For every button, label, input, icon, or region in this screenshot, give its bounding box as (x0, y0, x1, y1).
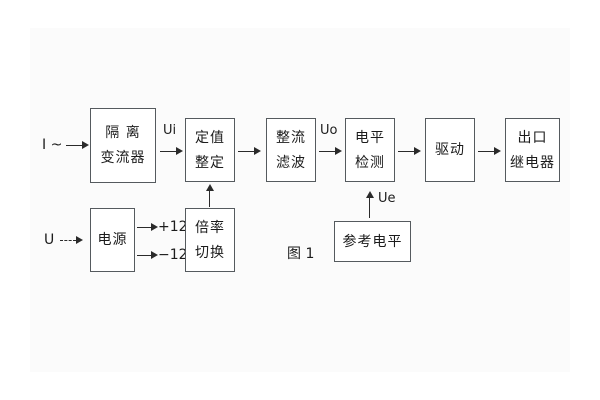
line-reference-to-level (369, 196, 370, 218)
block-isolation-line1: 隔 离 (105, 125, 141, 141)
block-reference-level[interactable]: 参考电平 (334, 221, 411, 262)
line-level-to-drive (398, 151, 415, 152)
block-setting-line2: 整定 (195, 154, 225, 171)
block-isolation-line2: 变流器 (100, 150, 146, 166)
block-power-line1: 电源 (97, 232, 128, 248)
arrowhead-setting-to-rectify (254, 147, 261, 155)
arrowhead-voltage-to-power (76, 236, 83, 244)
arrowhead-level-to-drive (414, 147, 421, 155)
block-value-setting[interactable]: 定值 整定 (185, 118, 235, 182)
line-voltage-to-power (60, 240, 76, 241)
line-rectify-to-level (319, 151, 336, 152)
arrowhead-rectify-to-level (335, 147, 342, 155)
line-drive-to-output (478, 151, 495, 152)
line-isolation-to-setting (160, 151, 177, 152)
block-rectify-filter[interactable]: 整流 滤波 (266, 118, 316, 182)
page-frame (30, 28, 570, 372)
block-output-line2: 继电器 (510, 154, 555, 171)
arrowhead-reference-to-level (366, 191, 374, 198)
block-power-supply[interactable]: 电源 (90, 208, 135, 272)
signal-uo-label: Uo (320, 123, 338, 138)
block-setting-line1: 定值 (195, 129, 225, 146)
block-drive[interactable]: 驱动 (425, 118, 475, 182)
signal-ue-label: Ue (378, 191, 396, 206)
block-level-detect[interactable]: 电平 检测 (345, 118, 395, 182)
block-rectify-line1: 整流 (276, 129, 306, 146)
line-setting-to-rectify (238, 151, 255, 152)
arrowhead-isolation-to-setting (176, 147, 183, 155)
block-multiplier-line1: 倍率 (195, 219, 225, 236)
arrowhead-current-to-isolation (82, 141, 89, 149)
line-power-neg12 (137, 255, 153, 256)
block-output-line1: 出口 (517, 129, 548, 146)
block-reference-line1: 参考电平 (342, 233, 403, 250)
block-isolation-transformer[interactable]: 隔 离 变流器 (90, 108, 156, 183)
block-multiplier-switch[interactable]: 倍率 切换 (185, 208, 235, 272)
block-level-line2: 检测 (355, 154, 385, 171)
signal-ui-label: Ui (163, 123, 177, 138)
block-drive-line1: 驱动 (435, 142, 465, 158)
block-output-relay[interactable]: 出口 继电器 (505, 118, 560, 182)
block-multiplier-line2: 切换 (195, 244, 225, 261)
input-voltage-label: U (44, 232, 55, 248)
arrowhead-drive-to-output (494, 147, 501, 155)
arrowhead-power-neg12 (151, 251, 158, 259)
line-power-pos12 (137, 227, 153, 228)
arrowhead-power-pos12 (151, 223, 158, 231)
arrowhead-multiplier-to-setting (206, 184, 214, 191)
line-current-to-isolation (66, 145, 83, 146)
input-current-label: I ~ (42, 137, 63, 153)
block-rectify-line2: 滤波 (276, 154, 306, 171)
block-level-line1: 电平 (355, 129, 385, 146)
line-multiplier-to-setting (209, 189, 210, 207)
figure-caption: 图 1 (287, 246, 315, 262)
